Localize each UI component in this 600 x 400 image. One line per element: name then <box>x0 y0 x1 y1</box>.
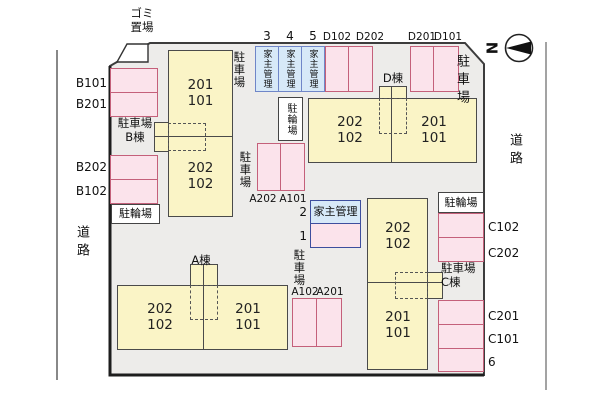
stall-label-d101: D101 <box>433 31 463 43</box>
parking-stall-d101 <box>433 46 459 92</box>
stall-label-4: 4 <box>286 29 294 43</box>
stall-label-d201: D201 <box>407 31 437 43</box>
garbage-label: ゴミ 置場 <box>130 6 154 35</box>
parking-stall-b202 <box>110 155 158 180</box>
owner-managed-label-5: 家主管理 <box>307 49 318 89</box>
parking-stall-a201 <box>316 298 342 347</box>
stall-label-a202: A202 <box>249 193 277 205</box>
parking-stall-2-owner-managed: 家主管理 <box>310 200 361 224</box>
building-a-right-units: 201 101 <box>235 301 261 333</box>
stairwell-dashed-c <box>395 272 428 299</box>
bike-shed-c-label: 駐輪場 <box>444 195 478 209</box>
parking-stall-b201 <box>110 92 158 117</box>
parking-stall-c202 <box>438 237 484 262</box>
bike-shed-c: 駐輪場 <box>438 192 484 213</box>
road-label-left: 道路 <box>74 225 89 261</box>
bike-shed-b: 駐輪場 <box>111 204 160 224</box>
road-label-right: 道路 <box>507 133 522 169</box>
parking-stall-d102 <box>325 46 349 92</box>
stall-label-5: 5 <box>309 29 317 43</box>
building-b-bottom-units: 202 102 <box>187 160 214 192</box>
parking-stall-a101 <box>280 143 305 191</box>
building-d-name: D棟 <box>382 71 404 85</box>
stairwell-dashed-a <box>190 285 218 320</box>
stall-label-2: 2 <box>299 205 307 219</box>
parking-stall-4-owner-managed: 家主管理 <box>278 46 302 92</box>
parking-stall-c201 <box>438 300 484 325</box>
stairwell-dashed-d <box>379 98 407 134</box>
building-b-divider <box>154 136 233 137</box>
parking-stall-5-owner-managed: 家主管理 <box>301 46 325 92</box>
parking-stall-b102 <box>110 179 158 204</box>
building-d-left-units: 202 102 <box>337 114 363 146</box>
stall-label-c202: C202 <box>488 246 520 260</box>
stall-label-b102: B102 <box>75 184 107 198</box>
parking-label-mid-center: 駐車場 <box>292 249 307 287</box>
stall-label-c101: C101 <box>488 332 520 346</box>
stall-label-6: 6 <box>488 355 496 369</box>
bike-shed-b-label: 駐輪場 <box>119 207 152 221</box>
building-c-divider <box>367 282 443 283</box>
garbage-area-box <box>115 43 149 63</box>
parking-stall-c102 <box>438 213 484 238</box>
stall-label-d102: D102 <box>322 31 352 43</box>
compass-north-letter: N <box>483 41 502 55</box>
owner-managed-label-3: 家主管理 <box>261 49 272 89</box>
parking-stall-a102 <box>292 298 317 347</box>
building-c-bottom-units: 201 101 <box>385 309 411 341</box>
stall-label-a101: A101 <box>279 193 307 205</box>
building-a <box>117 285 288 350</box>
compass-north-label: N <box>483 38 504 57</box>
owner-managed-label-4: 家主管理 <box>284 49 295 89</box>
bike-shed-top-label: 駐輪場 <box>285 102 296 136</box>
parking-block-c-label: 駐車場 C棟 <box>441 261 476 290</box>
stall-label-b201: B201 <box>75 97 107 111</box>
parking-label-top-left: 駐車場 <box>232 51 247 89</box>
stall-label-b101: B101 <box>75 76 107 90</box>
stall-label-1: 1 <box>299 229 307 243</box>
compass-arrow-icon <box>506 41 531 55</box>
stall-label-c201: C201 <box>488 309 520 323</box>
owner-managed-label-2: 家主管理 <box>313 205 358 219</box>
building-a-left-units: 202 102 <box>147 301 173 333</box>
parking-stall-d201 <box>410 46 434 92</box>
parking-label-mid-left: 駐車場 <box>238 151 253 189</box>
stall-label-a102: A102 <box>291 286 319 298</box>
building-b <box>168 50 233 217</box>
stall-label-a201: A201 <box>316 286 344 298</box>
building-d-divider <box>391 86 392 163</box>
parking-block-b-label: 駐車場 B棟 <box>117 116 153 145</box>
parking-stall-d202 <box>348 46 373 92</box>
bike-shed-top: 駐輪場 <box>278 97 303 141</box>
building-a-divider <box>203 264 204 350</box>
building-c-top-units: 202 102 <box>385 220 411 252</box>
stall-label-d202: D202 <box>355 31 385 43</box>
stall-label-c102: C102 <box>488 220 520 234</box>
stall-label-b202: B202 <box>75 160 107 174</box>
building-d-right-units: 201 101 <box>421 114 447 146</box>
parking-stall-3-owner-managed: 家主管理 <box>255 46 279 92</box>
parking-stall-b101 <box>110 68 158 93</box>
building-b-top-units: 201 101 <box>187 77 214 109</box>
parking-label-top-right: 駐車場 <box>454 54 469 108</box>
parking-stall-6 <box>438 348 484 372</box>
building-a-name: A棟 <box>191 253 211 267</box>
parking-stall-a202 <box>257 143 281 191</box>
stairwell-dashed-b <box>168 123 206 151</box>
stall-label-3: 3 <box>263 29 271 43</box>
parking-stall-1 <box>310 223 361 248</box>
parking-stall-c101 <box>438 324 484 349</box>
building-c <box>367 198 428 370</box>
